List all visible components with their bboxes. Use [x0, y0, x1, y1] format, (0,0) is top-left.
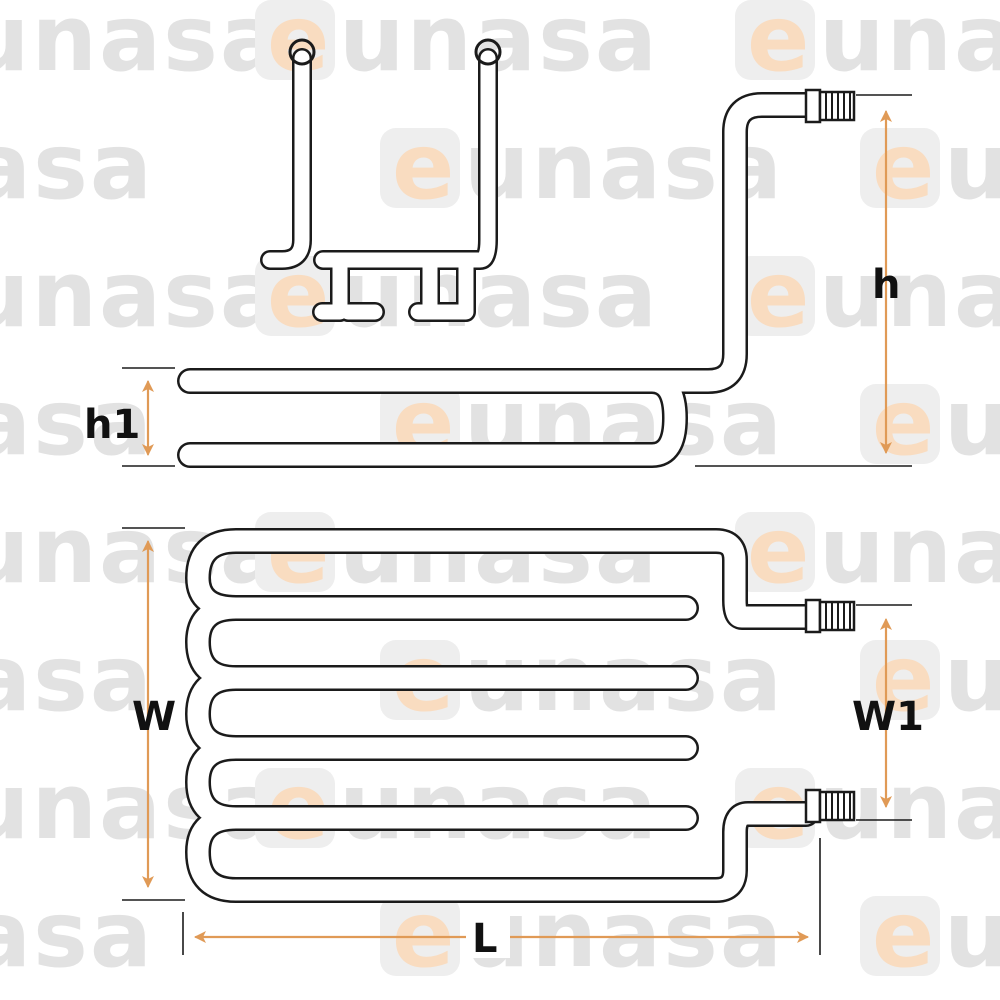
top-view: W W1 L — [122, 527, 924, 962]
svg-text:e: e — [872, 113, 934, 220]
dimension-label-w1: W1 — [852, 694, 924, 740]
dimension-label-h: h — [872, 262, 900, 308]
dimension-label-l: L — [472, 916, 498, 962]
svg-text:e: e — [747, 497, 809, 604]
bracket-tube-inner — [262, 50, 496, 320]
svg-text:e: e — [392, 113, 454, 220]
svg-text:e: e — [747, 0, 809, 92]
l-label-bg — [466, 912, 510, 958]
svg-text:unasa: unasa — [0, 113, 154, 220]
svg-text:e: e — [747, 241, 809, 348]
thread-fitting-bottom — [804, 788, 856, 824]
thread-fitting-middle — [804, 598, 856, 634]
dimension-label-h1: h1 — [84, 402, 140, 448]
svg-text:unasa: unasa — [0, 0, 284, 92]
side-tube-inner — [179, 94, 817, 466]
side-view: h h1 — [84, 38, 912, 468]
svg-text:unasa: unasa — [0, 369, 154, 476]
svg-text:unasa: unasa — [819, 497, 1000, 604]
bracket-loop-right — [474, 38, 502, 66]
svg-text:unasa: unasa — [944, 625, 1000, 732]
thread-fitting-top — [804, 88, 856, 124]
svg-text:unasa: unasa — [0, 241, 284, 348]
svg-text:unasa: unasa — [819, 241, 1000, 348]
bracket-loop-left — [288, 38, 316, 66]
svg-text:unasa: unasa — [944, 369, 1000, 476]
svg-text:unasa: unasa — [0, 881, 154, 988]
svg-text:e: e — [872, 369, 934, 476]
dimension-label-w: W — [132, 694, 176, 740]
svg-text:e: e — [872, 881, 934, 988]
svg-text:unasa: unasa — [944, 113, 1000, 220]
svg-text:unasa: unasa — [944, 881, 1000, 988]
mounting-bracket — [260, 38, 502, 322]
svg-text:unasa: unasa — [0, 625, 154, 732]
svg-text:unasa: unasa — [819, 0, 1000, 92]
serpentine-tube-inner — [187, 530, 817, 901]
